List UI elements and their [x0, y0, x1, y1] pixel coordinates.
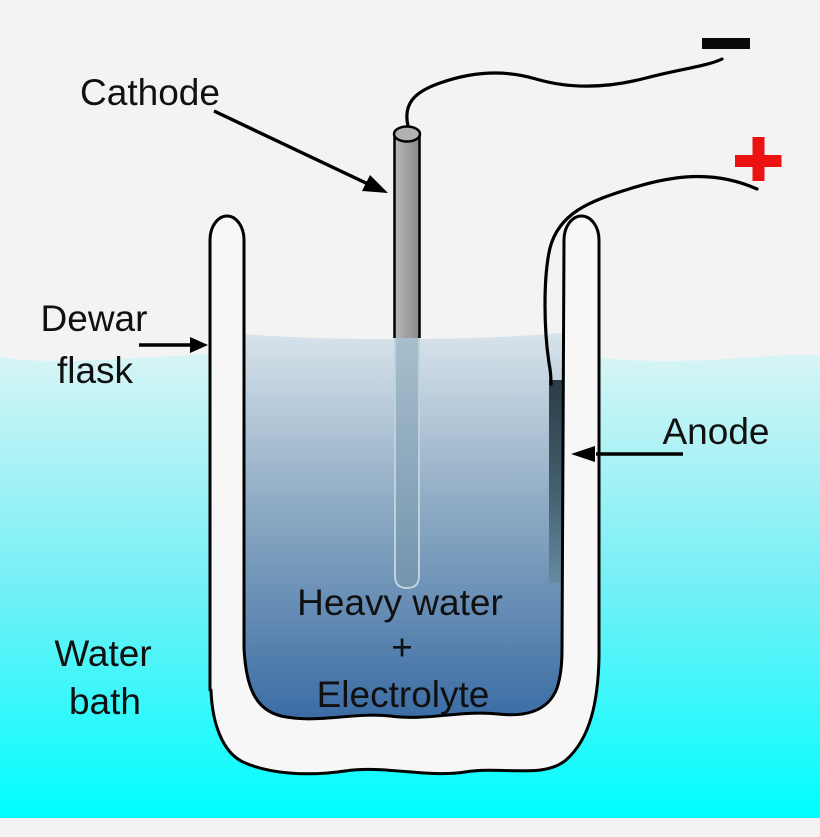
cathode-label: Cathode — [80, 72, 220, 113]
anode-rod — [549, 380, 563, 583]
cathode-rod-body — [394, 134, 420, 338]
electrolyte-label: Heavy water + Electrolyte — [297, 582, 503, 715]
water-bath-label-line1: Water — [54, 633, 151, 674]
cathode-rod — [392, 125, 422, 338]
cathode-wire — [405, 57, 724, 128]
cathode-arrow — [213, 109, 388, 193]
dewar-flask-arrow — [139, 337, 208, 353]
minus-terminal-icon — [702, 38, 750, 49]
anode-label: Anode — [663, 411, 770, 452]
dewar-flask-label-line1: Dewar — [41, 298, 148, 339]
water-bath-label: Water bath — [54, 633, 151, 722]
dewar-flask-label-line2: flask — [57, 350, 134, 391]
cathode-tip-ellipse — [392, 125, 422, 143]
dewar-flask-wall — [208, 214, 601, 776]
water-bath-label-line2: bath — [69, 681, 141, 722]
electrolyte-label-line2: + — [391, 627, 413, 668]
plus-terminal-icon — [735, 137, 782, 181]
electrolyte-label-line1: Heavy water — [297, 582, 503, 623]
cathode-rod-submerged — [394, 335, 420, 590]
anode-arrow — [571, 446, 683, 462]
dewar-flask-label: Dewar flask — [41, 298, 148, 391]
anode-wire — [543, 174, 759, 386]
electrolyte-label-line3: Electrolyte — [317, 674, 490, 715]
